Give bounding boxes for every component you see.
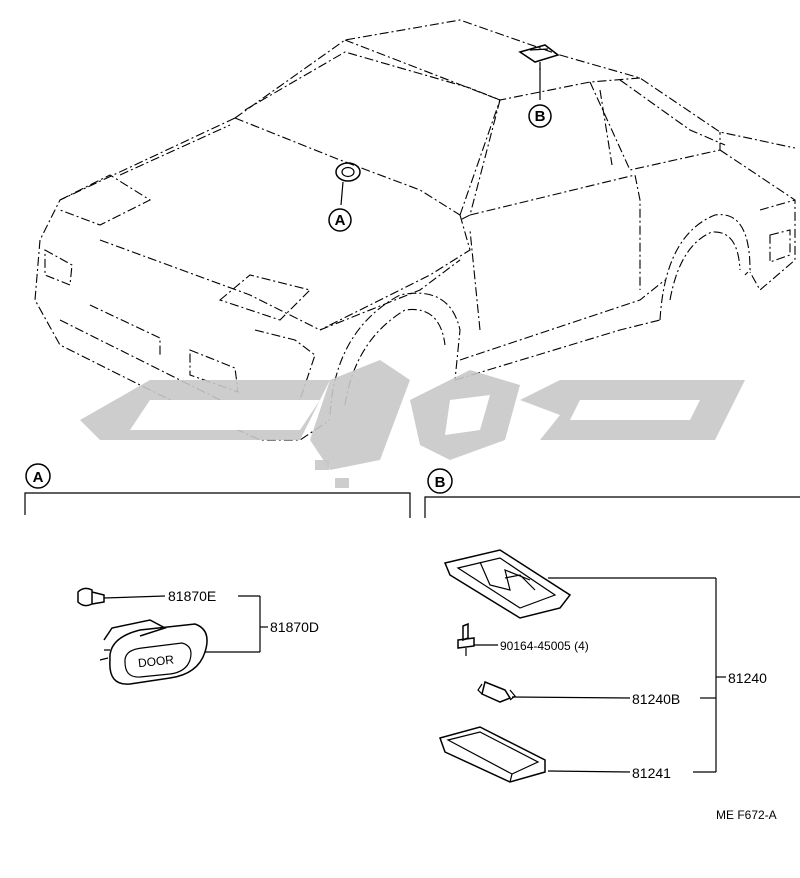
door-switch-icon: DOOR <box>99 619 208 685</box>
part-81241: 81241 <box>632 765 671 781</box>
part-81240B: 81240B <box>632 691 680 707</box>
part-81870E: 81870E <box>168 588 216 604</box>
lamp-housing-icon <box>443 549 572 619</box>
callout-a-car: A <box>328 208 352 232</box>
svg-text:DOOR: DOOR <box>137 652 175 670</box>
watermark-logo <box>80 360 745 488</box>
callout-b-car: B <box>528 104 552 128</box>
svg-text:A: A <box>33 469 44 486</box>
svg-text:A: A <box>335 212 346 229</box>
part-90164-45005: 90164-45005 (4) <box>500 639 589 653</box>
car-outline <box>34 19 796 441</box>
screw-small-icon <box>457 622 475 656</box>
callout-b-section: B <box>427 468 453 494</box>
section-b: B 90164-45005 (4) 81240B <box>424 468 800 783</box>
part-81870D: 81870D <box>270 619 319 635</box>
lamp-lens-icon <box>439 726 546 783</box>
bulb-icon <box>477 680 516 703</box>
svg-text:B: B <box>435 474 446 491</box>
screw-icon <box>77 587 105 607</box>
figure-code: ME F672-A <box>716 808 777 822</box>
part-81240: 81240 <box>728 670 767 686</box>
section-a: A 81870E DOOR 81870D <box>24 463 411 685</box>
svg-text:B: B <box>535 108 546 125</box>
callout-a-section: A <box>25 463 51 489</box>
